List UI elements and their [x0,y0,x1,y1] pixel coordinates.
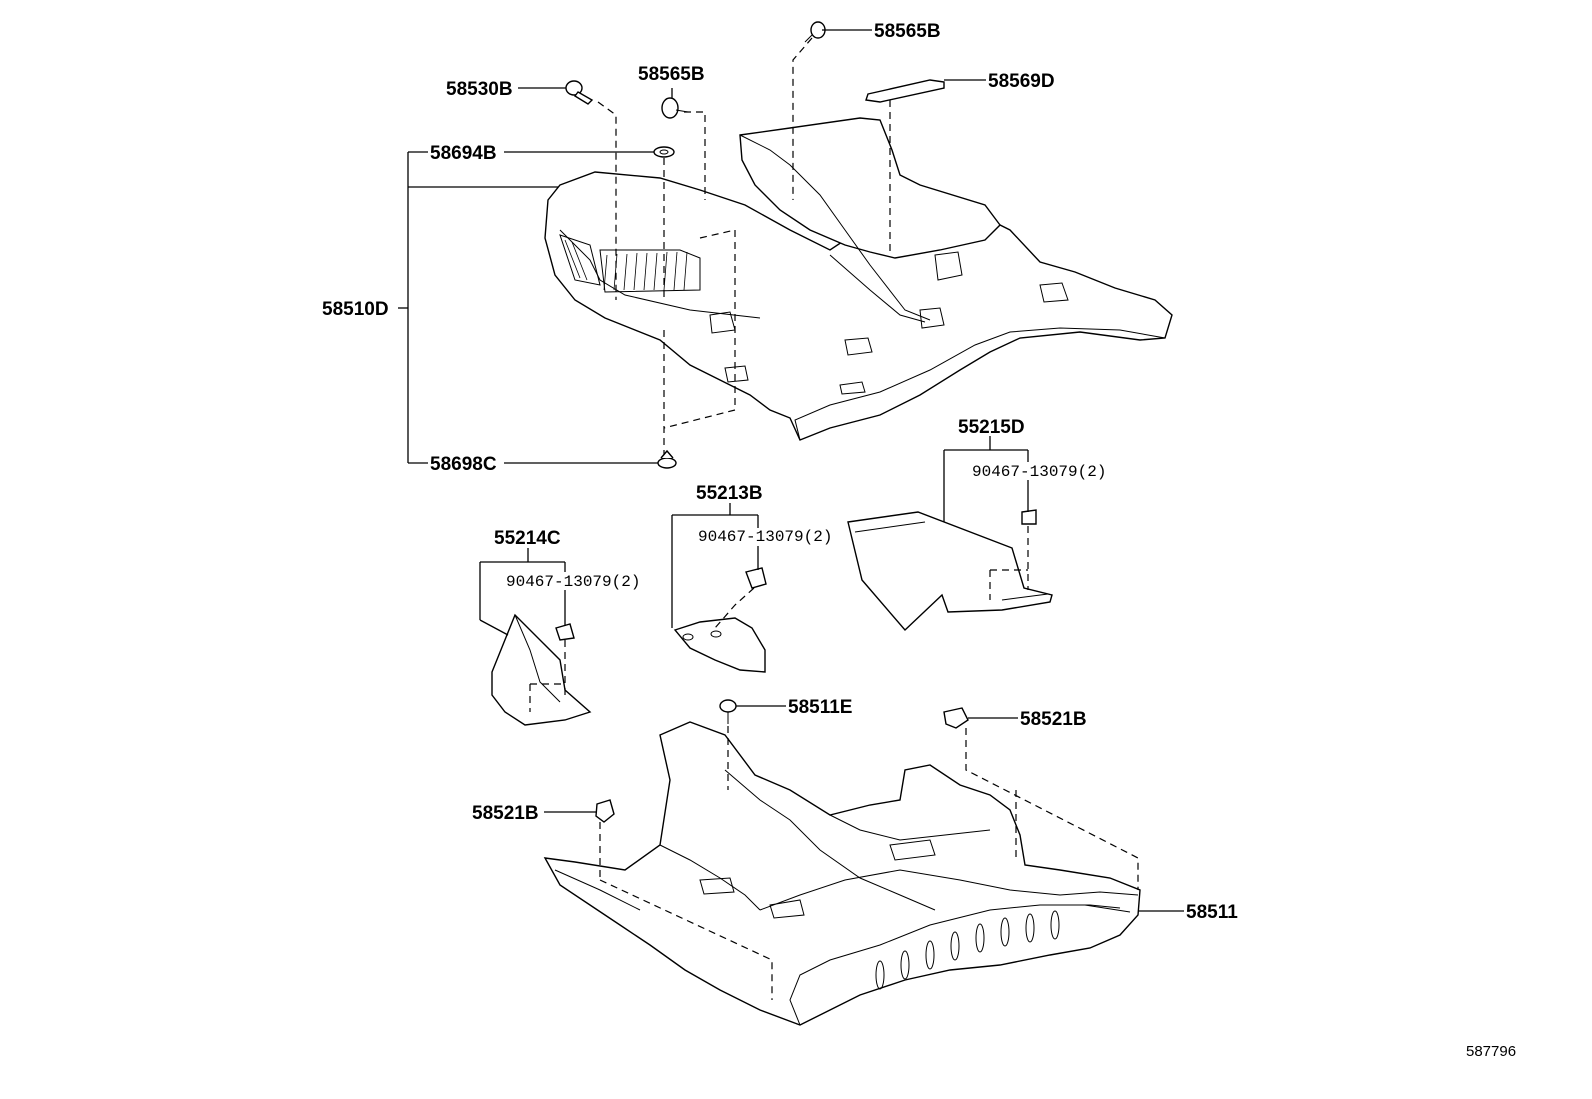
diagram-id: 587796 [1466,1043,1516,1060]
carpet-heel-pad-hatch [564,239,688,291]
floor-silencer-58511 [543,721,1141,1026]
leader-lines [398,29,1184,912]
silencer-55214C [491,613,592,726]
grommet-58694B [653,146,675,158]
clip-90467-55213B [745,567,767,589]
clip-58521B-right [943,707,969,729]
callout-58565B: 58565B [638,64,705,85]
clip-90467-55214C [555,623,575,641]
callout-58521B-right: 58521B [1020,709,1087,730]
callout-55214C: 55214C [494,528,561,549]
clip-58521B-left [595,799,615,823]
callout-58565B-top: 58565B [874,21,941,42]
clip-58565B [661,97,689,119]
callout-58510D: 58510D [322,299,389,320]
callout-55213B: 55213B [696,483,763,504]
dashed-alignment-lines [529,37,1139,1000]
callout-55215D: 55215D [958,417,1025,438]
callout-58698C: 58698C [430,454,497,475]
clip-58565B-top [804,21,826,43]
floor-carpet-assembly [544,117,1173,441]
silencer-slots [875,910,1060,990]
callout-58569D: 58569D [988,71,1055,92]
silencer-55213B [673,617,766,673]
screw-58530B [565,80,594,105]
clip-90467-55215D [1021,509,1037,525]
callout-58511: 58511 [1186,902,1238,923]
callout-58530B: 58530B [446,79,513,100]
callout-55214C-sub: 90467-13079(2) [506,573,640,591]
callout-55213B-sub: 90467-13079(2) [698,528,832,546]
callout-labels: 58565B 58569D 58530B 58565B 58694B 58510… [322,21,1516,1060]
callout-55215D-sub: 90467-13079(2) [972,463,1106,481]
carpet-edge-strip [865,79,945,103]
silencer-55215D [847,511,1053,632]
callout-58694B: 58694B [430,143,497,164]
callout-58521B-left: 58521B [472,803,539,824]
clip-58511E [719,699,737,724]
callout-58511E: 58511E [788,697,852,718]
grommet-58698C [657,449,677,469]
